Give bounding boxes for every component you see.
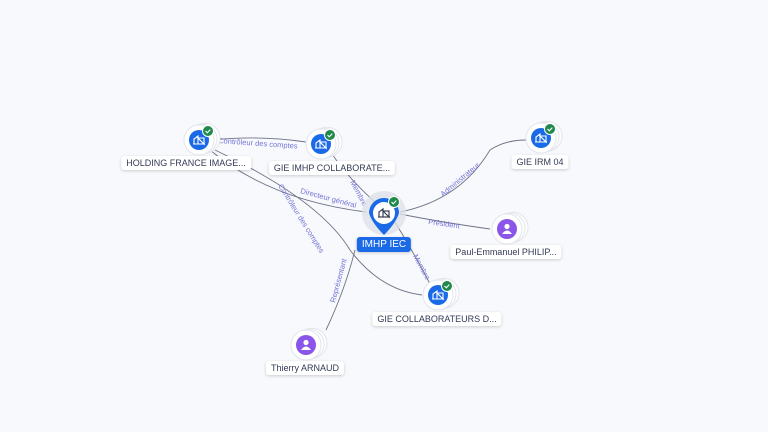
node-gie-imhp[interactable] xyxy=(305,126,343,160)
edge-center-gie-irm xyxy=(399,139,527,213)
node-label-thierry[interactable]: Thierry ARNAUD xyxy=(265,361,345,375)
node-paul[interactable] xyxy=(491,211,529,245)
edge-label: Membre xyxy=(411,253,432,282)
edge-holding-gie-imhp xyxy=(211,137,307,143)
edge-label: Administrateur xyxy=(439,160,482,198)
edge-label: Contrôleur des comptes xyxy=(218,136,298,151)
verified-check-icon xyxy=(324,129,336,141)
node-gie-irm[interactable] xyxy=(525,120,563,154)
node-label-gie-collab[interactable]: GIE COLLABORATEURS D... xyxy=(372,312,502,326)
node-label-holding[interactable]: HOLDING FRANCE IMAGE... xyxy=(121,156,251,170)
building-icon xyxy=(378,207,390,219)
verified-check-icon xyxy=(441,280,453,292)
node-label-paul[interactable]: Paul-Emmanuel PHILIP... xyxy=(450,245,562,259)
node-center[interactable] xyxy=(362,191,406,235)
edge-label: Président xyxy=(428,217,462,230)
node-gie-collab[interactable] xyxy=(422,277,460,311)
node-label-gie-irm[interactable]: GIE IRM 04 xyxy=(511,155,569,169)
node-thierry[interactable] xyxy=(290,327,328,361)
node-label-center[interactable]: IMHP IEC xyxy=(356,237,412,252)
edge-holding-gie-collab xyxy=(214,149,423,296)
edge-label: Directeur général xyxy=(299,186,357,210)
node-holding[interactable] xyxy=(183,122,221,156)
verified-check-icon xyxy=(544,123,556,135)
node-label-gie-imhp[interactable]: GIE IMHP COLLABORATE... xyxy=(268,161,396,175)
edge-thierry-center xyxy=(325,249,356,331)
verified-check-icon xyxy=(388,196,400,208)
verified-check-icon xyxy=(202,125,214,137)
edge-paul-center xyxy=(399,213,491,230)
